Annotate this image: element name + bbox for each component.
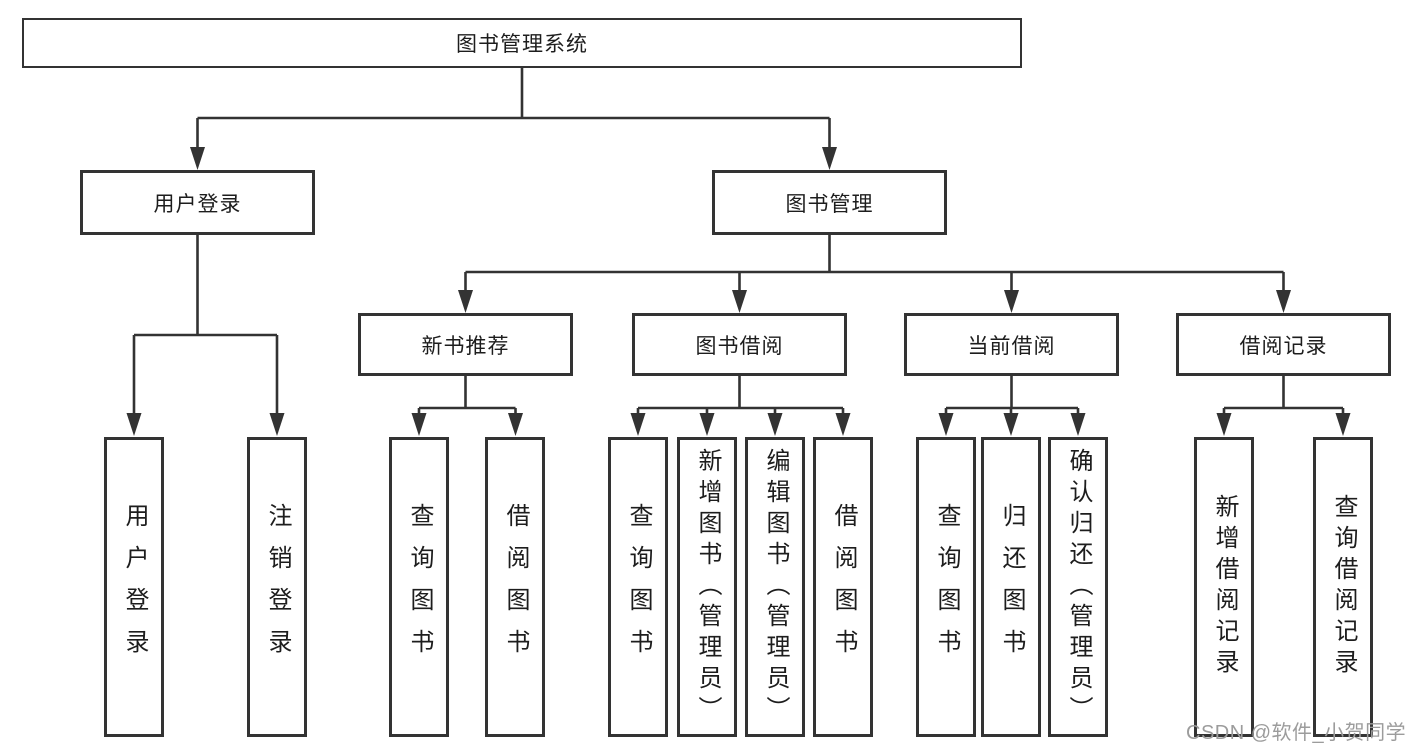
leaf-query-books-borrow: 查询图书 xyxy=(608,437,668,737)
leaf-logout: 注销登录 xyxy=(247,437,307,737)
arrow-head-icon xyxy=(126,413,142,436)
arrow-head-icon xyxy=(732,290,747,313)
arrow-head-icon xyxy=(1003,413,1019,436)
leaf-edit-book-admin: 编辑图书（管理员） xyxy=(745,437,805,737)
node-new-book-recommend: 新书推荐 xyxy=(358,313,573,376)
node-label: 新增图书（管理员） xyxy=(694,447,721,727)
leaf-query-books-current: 查询图书 xyxy=(916,437,976,737)
arrow-head-icon xyxy=(767,413,783,436)
connector-path xyxy=(464,235,1285,291)
node-label: 查询图书 xyxy=(933,503,960,671)
connector-user-login-to-leaves xyxy=(126,235,285,436)
connector-path xyxy=(636,376,845,414)
node-label: 用户登录 xyxy=(121,503,148,671)
node-label: 查询借阅记录 xyxy=(1330,494,1357,680)
leaf-confirm-return-admin: 确认归还（管理员） xyxy=(1048,437,1108,737)
node-current-borrow: 当前借阅 xyxy=(904,313,1119,376)
arrow-head-icon xyxy=(1004,290,1019,313)
connector-path xyxy=(944,376,1080,414)
csdn-watermark: CSDN @软件_小贺同学 xyxy=(1186,722,1405,744)
arrow-head-icon xyxy=(1335,413,1351,436)
node-label: 查询图书 xyxy=(625,503,652,671)
leaf-user-login: 用户登录 xyxy=(104,437,164,737)
leaf-borrow-books: 借阅图书 xyxy=(813,437,873,737)
connector-root-to-level2 xyxy=(190,68,837,170)
node-user-login: 用户登录 xyxy=(80,170,315,235)
node-label: 借阅图书 xyxy=(502,503,529,671)
leaf-query-books-recommend: 查询图书 xyxy=(389,437,449,737)
node-label: 图书管理系统 xyxy=(456,33,588,56)
arrow-head-icon xyxy=(1216,413,1232,436)
node-label: 当前借阅 xyxy=(967,334,1056,358)
leaf-add-borrow-record: 新增借阅记录 xyxy=(1194,437,1254,737)
node-label: 编辑图书（管理员） xyxy=(762,447,789,727)
arrow-head-icon xyxy=(835,413,851,436)
node-label: 注销登录 xyxy=(264,503,291,671)
arrow-head-icon xyxy=(822,147,837,170)
connector-path xyxy=(132,235,279,414)
connector-path xyxy=(1222,376,1345,414)
node-label: 确认归还（管理员） xyxy=(1065,447,1092,727)
leaf-return-books: 归还图书 xyxy=(981,437,1041,737)
arrow-head-icon xyxy=(411,413,427,436)
node-label: 借阅记录 xyxy=(1239,334,1328,358)
arrow-head-icon xyxy=(508,413,523,436)
node-label: 查询图书 xyxy=(406,503,433,671)
node-library-management-system: 图书管理系统 xyxy=(22,18,1022,68)
connector-borrow-record-to-leaves xyxy=(1216,376,1351,436)
arrow-head-icon xyxy=(699,413,715,436)
arrow-head-icon xyxy=(1276,290,1291,313)
leaf-borrow-books-recommend: 借阅图书 xyxy=(485,437,545,737)
arrow-head-icon xyxy=(1070,413,1086,436)
node-label: 借阅图书 xyxy=(830,503,857,671)
connector-current-borrow-to-leaves xyxy=(938,376,1086,436)
connector-path xyxy=(417,376,517,414)
node-label: 用户登录 xyxy=(153,192,242,216)
leaf-add-book-admin: 新增图书（管理员） xyxy=(677,437,737,737)
node-borrow-records: 借阅记录 xyxy=(1176,313,1391,376)
leaf-query-borrow-record: 查询借阅记录 xyxy=(1313,437,1373,737)
arrow-head-icon xyxy=(938,413,954,436)
node-book-management: 图书管理 xyxy=(712,170,947,235)
arrow-head-icon xyxy=(630,413,646,436)
arrow-head-icon xyxy=(458,290,473,313)
node-book-borrow: 图书借阅 xyxy=(632,313,847,376)
node-label: 图书借阅 xyxy=(695,334,784,358)
node-label: 新书推荐 xyxy=(421,334,510,358)
connector-new-book-to-leaves xyxy=(411,376,523,436)
node-label: 新增借阅记录 xyxy=(1211,494,1238,680)
arrow-head-icon xyxy=(269,413,285,436)
arrow-head-icon xyxy=(190,147,205,170)
connector-path xyxy=(196,68,831,148)
connector-book-management-to-level3 xyxy=(458,235,1291,313)
node-label: 归还图书 xyxy=(998,503,1025,671)
connector-book-borrow-to-leaves xyxy=(630,376,851,436)
node-label: 图书管理 xyxy=(785,192,874,216)
